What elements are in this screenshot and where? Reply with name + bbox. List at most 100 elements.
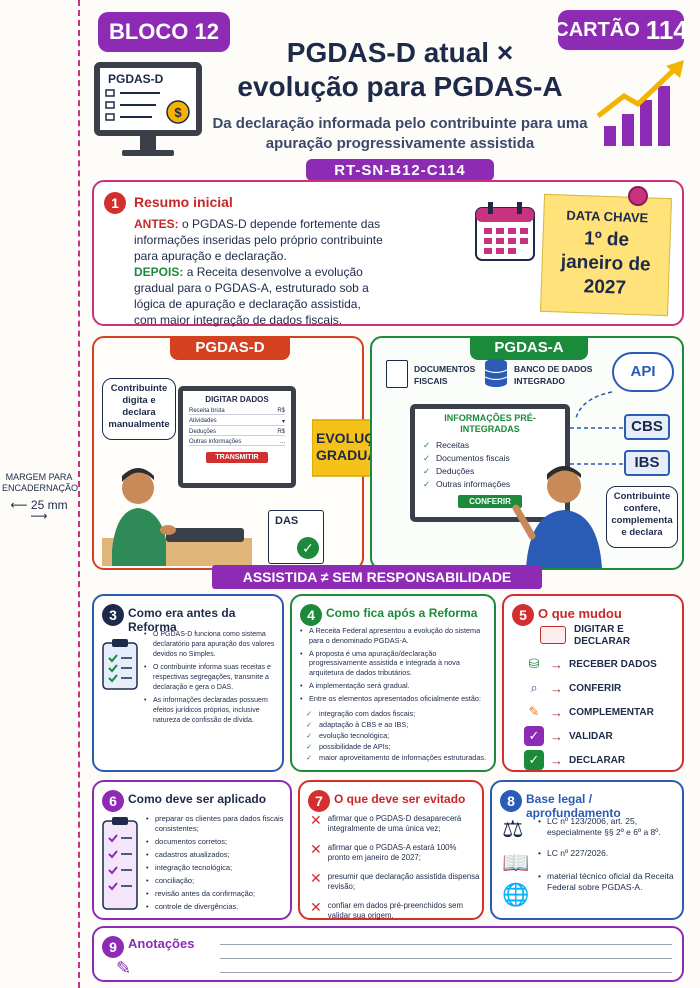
info-item: Receitas [423,439,557,452]
list-item: O contribuinte informa suas receitas e r… [144,663,278,693]
list-item: Entre os elementos apresentados oficialm… [300,694,492,704]
steps-list: ⛁→RECEBER DADOS ⌕→CONFERIR ✎→COMPLEMENTA… [524,652,680,772]
notes-panel: 9 Anotações ✎ [92,926,684,982]
list-item: conciliação; [146,876,288,886]
avoid-panel: 7 O que deve ser evitado ✕afirmar que o … [298,780,484,920]
monitor-label: PGDAS-D [108,72,164,86]
database-label: BANCO DE DADOS INTEGRADO [514,364,593,386]
checklist-icon [100,816,140,912]
summary-before: ANTES: o PGDAS-D depende fortemente das … [134,217,383,263]
arrow-icon: → [550,680,563,696]
person-pointing-illustration [502,448,612,568]
pgdas-d-panel: PGDAS-D Contribuinte digita e declara ma… [92,336,364,570]
section-title: Resumo inicial [134,194,233,210]
connection-arrows [570,391,624,465]
list-item: LC nº 123/2006, art. 25, especialmente §… [538,816,680,838]
pgdas-a-panel: PGDAS-A DOCUMENTOS FISCAIS BANCO DE DADO… [370,336,684,570]
note-line[interactable] [220,972,672,973]
monitor-icon: $ [94,62,202,156]
pgdas-d-header: PGDAS-D [170,336,290,360]
how-to-apply-list: preparar os clientes para dados fiscais … [146,814,288,915]
list-item: preparar os clientes para dados fiscais … [146,814,288,834]
arrow-icon: → [550,656,563,672]
step-validate: ✓→VALIDAR [524,724,680,748]
list-item: A implementação será gradual. [300,681,492,691]
section-number: 7 [308,790,330,812]
summary-after: DEPOIS: a Receita desenvolve a evolução … [134,265,369,327]
list-item: A proposta é uma apuração/declaração pro… [300,649,492,678]
arrow-icon: → [550,704,563,720]
section-number: 6 [102,790,124,812]
speech-bubble: Contribuinte digita e declara manualment… [102,378,176,440]
pencil-icon: ✎ [116,958,132,978]
monitor-illustration: $ PGDAS-D [90,58,206,162]
from-label: DIGITAR E DECLARAR [574,624,631,647]
magnifier-icon: ⌕ [530,680,538,695]
info-title: INFORMAÇÕES PRÉ-INTEGRADAS [444,413,536,434]
step-complement: ✎→COMPLEMENTAR [524,700,680,724]
form-row-outras: Outras informações... [189,439,285,446]
summary-panel: 1 Resumo inicial ANTES: o PGDAS-D depend… [92,180,684,327]
note-line[interactable] [220,958,672,959]
after-reform-checks: integração com dados fiscais; adaptação … [306,708,492,763]
form-title: DIGITAR DADOS [205,395,269,404]
transmit-button[interactable]: TRANSMITIR [206,452,268,463]
globe-icon: 🌐 [502,882,530,907]
check-icon: ✓ [524,750,544,770]
section-title: Anotações [128,936,195,951]
note-line[interactable] [220,944,672,945]
growth-chart-icon [596,60,684,146]
avoid-item: ✕afirmar que o PGDAS-D desaparecerá inte… [310,812,462,833]
form-row-atividades: Atividades▾ [189,418,285,426]
confirm-button[interactable]: CONFERIR [458,495,522,508]
section-title: Como fica após a Reforma [326,606,478,620]
list-item: As informações declaradas possuem efeito… [144,696,278,726]
x-icon: ✕ [310,841,322,857]
step-check: ⌕→CONFERIR [524,676,680,700]
responsibility-banner: ASSISTIDA ≠ SEM RESPONSABILIDADE [212,565,542,589]
what-changed-panel: 5 O que mudou DIGITAR E DECLARAR ⛁→RECEB… [502,594,684,772]
person-typing-illustration [102,450,252,566]
after-reform-panel: 4 Como fica após a Reforma A Receita Fed… [290,594,496,772]
section-number: 5 [512,604,534,626]
check-icon: ✓ [297,537,319,559]
svg-text:$: $ [174,105,182,120]
margin-note: MARGEM PARA ENCADERNAÇÃO ⟵ 25 mm ⟶ [2,472,79,523]
page-subtitle: Da declaração informada pelo contribuint… [212,115,588,152]
shield-icon: ✓ [524,726,544,746]
list-item: controle de divergências. [146,902,288,912]
how-to-apply-panel: 6 Como deve ser aplicado preparar os cli… [92,780,292,920]
check-item: maior aproveitamento de informações estr… [306,752,492,763]
check-item: possibilidade de APIs; [306,741,492,752]
list-item: material técnico oficial da Receita Fede… [538,871,680,893]
key-date-note: DATA CHAVE 1º de janeiro de 2027 [539,193,673,317]
cbs-box: CBS [624,414,670,440]
info-item: Deduções [423,465,557,478]
clipboard-icon [100,638,140,692]
avoid-list: ✕afirmar que o PGDAS-D desaparecerá inte… [310,812,480,930]
avoid-item: ✕afirmar que o PGDAS-A estará 100% pront… [310,841,457,862]
database-icon [484,358,508,388]
step-declare: ✓→DECLARAR [524,748,680,772]
list-item: cadastros atualizados; [146,850,288,860]
list-item: documentos corretos; [146,837,288,847]
avoid-item: ✕confiar em dados pré-preenchidos sem va… [310,899,463,920]
section-number: 3 [102,604,124,626]
section-number: 4 [300,604,322,626]
page-title: PGDAS-D atual × evolução para PGDAS-A [237,37,563,102]
section-number: 8 [500,790,522,812]
database-icon: ⛁ [528,656,540,671]
list-item: A Receita Federal apresentou a evolução … [300,626,492,646]
pin-icon [628,186,648,206]
list-item: LC nº 227/2026. [538,848,680,859]
x-icon: ✕ [310,870,322,886]
list-item: integração tecnológica; [146,863,288,873]
section-title: Como deve ser aplicado [128,792,267,806]
list-item: revisão antes da confirmação; [146,889,288,899]
x-icon: ✕ [310,899,322,915]
check-item: integração com dados fiscais; [306,708,492,719]
section-number: 1 [104,192,126,214]
legal-list: LC nº 123/2006, art. 25, especialmente §… [538,816,680,896]
avoid-item: ✕presumir que declaração assistida dispe… [310,870,480,891]
